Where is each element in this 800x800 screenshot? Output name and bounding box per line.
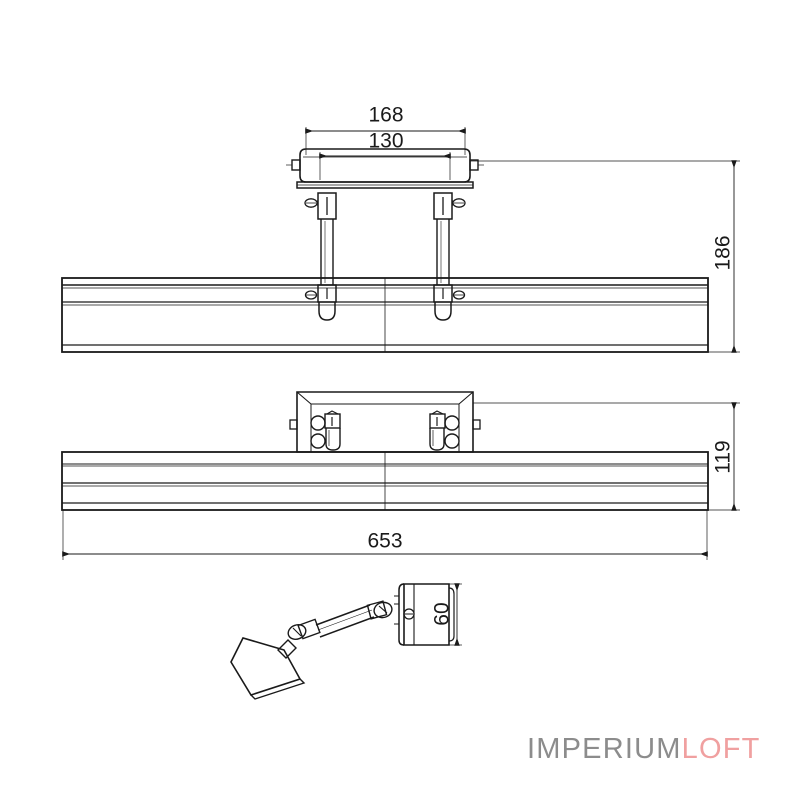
dimension-186 (470, 160, 740, 353)
dimension-label-130: 130 (368, 130, 403, 153)
brand-name-secondary: LOFT (681, 733, 761, 765)
dimension-119 (473, 402, 740, 511)
front-view-right-arm (433, 192, 466, 321)
dimension-168 (305, 127, 466, 155)
front-view-lamp-body (61, 277, 709, 353)
brand-name-primary: IMPERIUM (527, 733, 682, 765)
detail-view-lamp-head (230, 583, 455, 700)
front-view-left-arm (304, 192, 337, 321)
detail-lower-joint (287, 618, 321, 640)
dimension-130 (319, 152, 451, 180)
top-view-left-bolt (310, 410, 341, 451)
brand-logo: IMPERIUMLOFT (527, 733, 761, 766)
top-view-lamp-body (61, 451, 709, 511)
dimension-label-60: 60 (431, 602, 454, 625)
dimension-label-186: 186 (712, 235, 735, 270)
dimension-label-168: 168 (368, 104, 403, 127)
top-view-right-bolt (429, 410, 460, 451)
dimension-label-119: 119 (712, 440, 735, 473)
detail-upper-joint (366, 600, 393, 620)
front-view-canopy (286, 148, 484, 189)
dimension-60 (449, 583, 462, 646)
dimension-label-653: 653 (367, 530, 402, 553)
top-view-bracket (289, 391, 481, 453)
dimension-653 (62, 510, 708, 560)
